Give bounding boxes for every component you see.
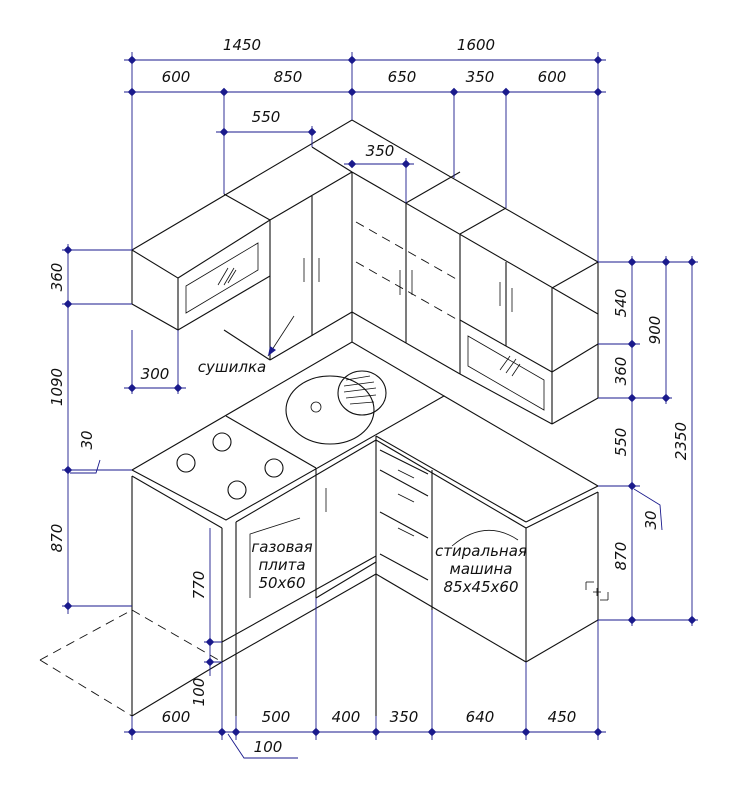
sink	[285, 370, 387, 445]
stove-burners	[176, 432, 284, 500]
stove-label-line-3: 50х60	[258, 574, 305, 592]
washer-label-line-1: стиральная	[435, 542, 527, 560]
dimension-lines	[62, 52, 698, 759]
washer-label-line-3: 85х45х60	[443, 578, 518, 596]
dim-770: 770	[190, 571, 208, 600]
dim-1090-left: 1090	[48, 368, 66, 406]
dim-600-top: 600	[162, 68, 191, 86]
dim-870-left: 870	[48, 524, 66, 553]
base-cabinets	[39, 436, 609, 717]
dimension-labels: 1450 1600 600 850 650 350 600 550 350 36…	[48, 36, 690, 756]
dim-640-bottom: 640	[466, 708, 495, 726]
dim-550-inner: 550	[252, 108, 281, 126]
dim-600-top-right: 600	[538, 68, 567, 86]
appliance-labels: сушилка газовая плита 50х60 стиральная м…	[198, 358, 527, 596]
dim-400-bottom: 400	[332, 708, 361, 726]
dim-1450: 1450	[223, 36, 261, 54]
dim-500-bottom: 500	[262, 708, 291, 726]
stove-label-line-2: плита	[258, 556, 305, 574]
dim-300: 300	[141, 365, 170, 383]
dim-870-right: 870	[612, 542, 630, 571]
dim-100-front: 100	[190, 678, 208, 707]
dryer-label: сушилка	[198, 358, 266, 376]
stove-label-line-1: газовая	[251, 538, 312, 556]
dim-30-left: 30	[78, 430, 96, 449]
dim-540-right: 540	[612, 289, 630, 318]
countertop	[131, 312, 599, 529]
dim-350-top: 350	[466, 68, 495, 86]
dim-360-left: 360	[48, 263, 66, 292]
wall-cabinets-dryer	[223, 146, 353, 361]
dim-350-inner: 350	[366, 142, 395, 160]
dim-350-bottom: 350	[390, 708, 419, 726]
dim-100-bottom: 100	[254, 738, 283, 756]
dim-900: 900	[646, 316, 664, 345]
wall-cabinets-right	[351, 171, 599, 425]
dim-550-right: 550	[612, 428, 630, 457]
dim-850-top: 850	[274, 68, 303, 86]
dim-600-bottom: 600	[162, 708, 191, 726]
washer-label-line-2: машина	[450, 560, 513, 578]
dim-30-right: 30	[642, 510, 660, 529]
dim-650-top: 650	[388, 68, 417, 86]
dim-360-right: 360	[612, 357, 630, 386]
dim-1600: 1600	[457, 36, 495, 54]
dim-450-bottom: 450	[548, 708, 577, 726]
dim-2350: 2350	[672, 422, 690, 460]
